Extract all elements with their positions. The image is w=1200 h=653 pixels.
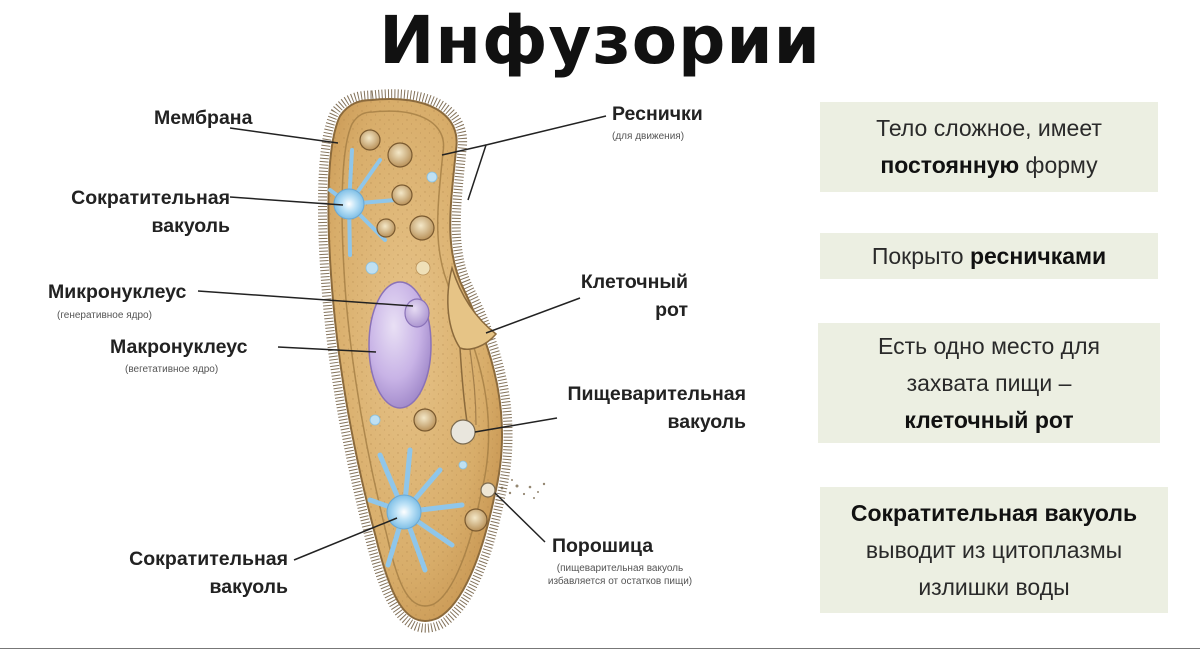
note-micronucleus: (генеративное ядро)	[57, 310, 152, 321]
fact-line: клеточный рот	[904, 406, 1074, 433]
label-line: Сократительная	[71, 187, 230, 209]
fact-line: захвата пищи –	[906, 369, 1072, 396]
label-line: вакуоль	[151, 215, 231, 237]
fact-line: постоянную форму	[880, 152, 1098, 178]
note-anal-pore: (пищеварительная вакуоль избавляется от …	[510, 562, 730, 588]
micronucleus	[404, 298, 430, 328]
leader-cell-mouth	[485, 297, 581, 334]
note-macronucleus: (вегетативное ядро)	[125, 364, 219, 375]
fact-line: излишки воды	[918, 573, 1070, 600]
page-title: Инфузории	[379, 2, 821, 79]
label-digestive-vacuole: Пищеварительная вакуоль	[530, 380, 746, 436]
label-macronucleus: Макронуклеус	[110, 336, 248, 358]
food-vacuoles	[359, 129, 488, 532]
leader-digestive	[474, 417, 558, 433]
label-anal-pore: Порошица	[552, 535, 654, 557]
fact-box-cilia: Покрыто ресничками	[820, 233, 1158, 279]
leader-anal-pore	[494, 492, 546, 543]
fact-line: Сократительная вакуоль	[850, 499, 1138, 526]
note-line: (пищеварительная вакуоль	[556, 563, 684, 574]
bottom-divider	[0, 648, 1200, 649]
label-membrane: Мембрана	[154, 107, 253, 129]
note-line: избавляется от остатков пищи)	[547, 576, 693, 587]
label-micronucleus: Микронуклеус	[48, 281, 187, 303]
cilia-fringe	[317, 89, 513, 633]
label-contractile-vacuole-bottom: Сократительная вакуоль	[70, 545, 288, 601]
label-line: Пищеварительная	[567, 383, 746, 405]
label-line: Сократительная	[129, 548, 288, 570]
label-line: вакуоль	[209, 576, 289, 598]
label-contractile-vacuole-top: Сократительная вакуоль	[20, 184, 230, 240]
fact-line: Тело сложное, имеет	[876, 115, 1102, 141]
label-cilia: Реснички	[612, 103, 703, 125]
label-cell-mouth: Клеточный рот	[540, 268, 688, 324]
fact-line: Покрыто ресничками	[871, 242, 1107, 269]
leader-cilia	[467, 115, 607, 201]
cell-mouth	[447, 265, 498, 350]
digestive-vacuole	[450, 419, 476, 445]
label-line: Клеточный	[580, 271, 688, 293]
leader-micronucleus	[197, 290, 414, 307]
note-cilia: (для движения)	[612, 131, 685, 142]
leader-contractile-top	[229, 196, 344, 206]
fact-box-cell-mouth: Есть одно место для захвата пищи – клето…	[818, 323, 1160, 443]
leader-contractile-bottom	[293, 517, 398, 561]
fact-line: Есть одно место для	[878, 332, 1100, 359]
label-line: вакуоль	[667, 411, 747, 433]
leader-membrane	[229, 127, 339, 144]
fact-box-contractile-vacuole: Сократительная вакуоль выводит из цитопл…	[820, 487, 1168, 613]
label-line: рот	[655, 299, 688, 321]
fact-box-body-shape: Тело сложное, имеет постоянную форму	[820, 102, 1158, 192]
contractile-vacuole-bottom	[367, 447, 465, 573]
contractile-vacuole-top	[328, 148, 397, 257]
leader-macronucleus	[277, 346, 377, 353]
fact-line: выводит из цитоплазмы	[865, 536, 1123, 563]
anal-pore	[480, 482, 496, 498]
